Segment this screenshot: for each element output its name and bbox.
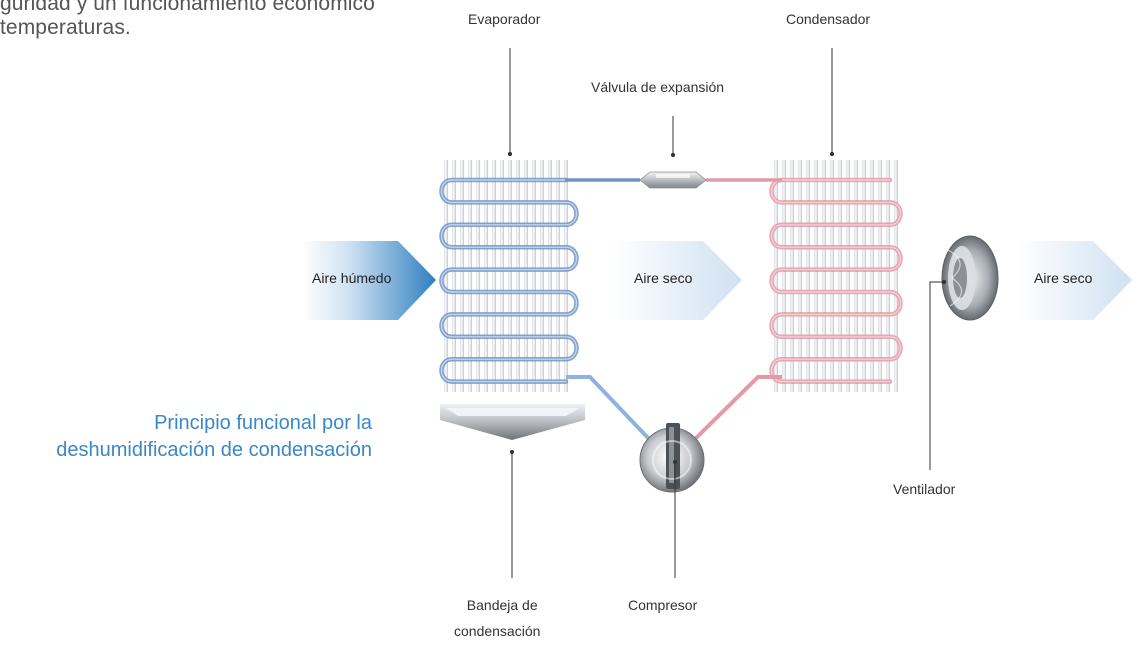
label-bandeja-line-1: Bandeja de [466, 597, 538, 613]
coil-fin [524, 160, 528, 392]
coil-fin [854, 160, 858, 392]
caption-line-2: deshumidificación de condensación [56, 439, 372, 461]
coil-fin [460, 160, 464, 392]
label-evaporador: Evaporador [468, 11, 541, 27]
coil-fin [468, 160, 472, 392]
coil-fin [540, 160, 544, 392]
coil-fin [500, 160, 504, 392]
humid-air-arrow [302, 241, 436, 320]
coil-fin [838, 160, 842, 392]
leader-lines [507, 48, 947, 578]
condenser-coil [769, 160, 903, 392]
intro-line-2: temperaturas. [0, 16, 131, 39]
coil-fin [894, 160, 898, 392]
coil-fin [878, 160, 882, 392]
coil-fin [798, 160, 802, 392]
coil-fin [516, 160, 520, 392]
coil-fin [830, 160, 834, 392]
coil-fin [822, 160, 826, 392]
coil-fin [508, 160, 512, 392]
coil-fin [492, 160, 496, 392]
coil-fin [484, 160, 488, 392]
coil-fin [870, 160, 874, 392]
dry-air-label-middle: Aire seco [634, 270, 693, 286]
coil-fin [806, 160, 810, 392]
coil-fin [452, 160, 456, 392]
caption-line-1: Principio funcional por la [154, 412, 372, 434]
label-bandeja: Bandeja de condensación [454, 592, 540, 644]
refrigerant-pipes [565, 178, 782, 442]
evaporator-coil [439, 160, 579, 392]
fan [941, 235, 999, 321]
intro-line-1: guridad y un funcionamiento económico [0, 0, 375, 15]
label-condensador: Condensador [786, 11, 871, 27]
label-bandeja-line-2: condensación [454, 623, 541, 639]
coil-fin [886, 160, 890, 392]
dry-air-arrow-middle [612, 241, 742, 320]
compressor [639, 423, 705, 493]
coil-fin [774, 160, 778, 392]
label-compresor: Compresor [628, 597, 698, 613]
coil-fin [846, 160, 850, 392]
label-valvula: Válvula de expansión [591, 79, 725, 95]
condensation-tray [440, 404, 585, 440]
dry-air-label-right: Aire seco [1034, 270, 1093, 286]
diagram-caption: Principio funcional por la deshumidifica… [56, 410, 372, 464]
coil-fin [444, 160, 448, 392]
coil-fin [782, 160, 786, 392]
coil-fin [862, 160, 866, 392]
coil-fin [556, 160, 560, 392]
coil-fin [814, 160, 818, 392]
coil-fin [532, 160, 536, 392]
dry-air-arrow-right [1018, 241, 1132, 320]
coil-fin [790, 160, 794, 392]
coil-fin [564, 160, 568, 392]
coil-fin [548, 160, 552, 392]
coil-fin [476, 160, 480, 392]
expansion-valve [639, 171, 707, 189]
intro-text: guridad y un funcionamiento económico te… [0, 0, 450, 40]
label-ventilador: Ventilador [893, 481, 956, 497]
humid-air-label: Aire húmedo [312, 270, 392, 286]
